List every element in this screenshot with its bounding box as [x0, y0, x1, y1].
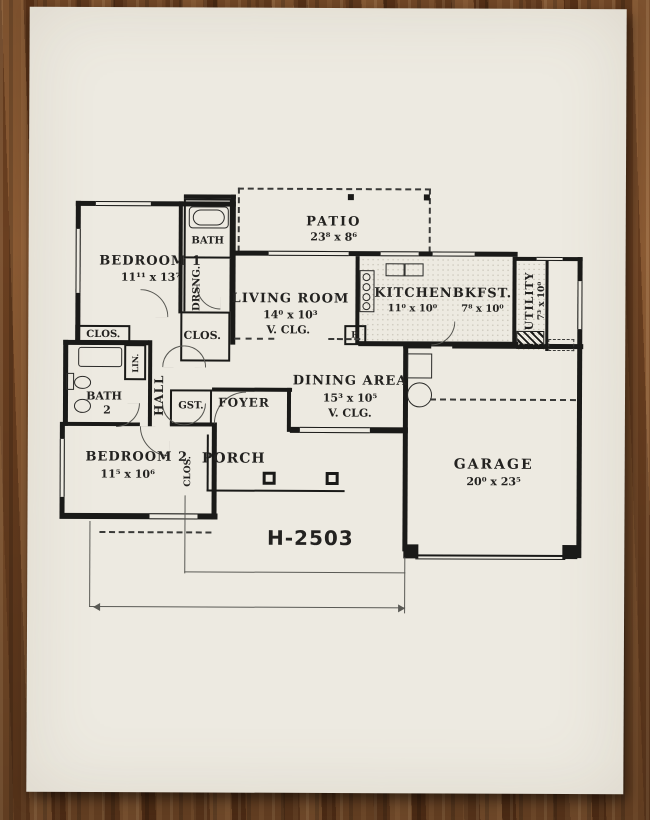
- garage-dashed-line: [430, 398, 577, 402]
- dimension-arrow: [398, 604, 410, 613]
- window: [536, 256, 563, 262]
- burner-icon: [362, 302, 371, 311]
- door-arc: [140, 289, 169, 318]
- bedroom2-label: BEDROOM 2: [85, 449, 189, 465]
- garage-dims: 20⁰ x 23⁵: [466, 475, 521, 489]
- bath2-label: BATH: [86, 389, 122, 403]
- window: [432, 251, 475, 257]
- dimension-line: [89, 520, 91, 607]
- dashed-detail: [548, 338, 575, 352]
- window: [59, 438, 65, 497]
- bath1-label: BATH: [191, 235, 224, 247]
- dimension-line: [184, 495, 186, 574]
- foyer-label: FOYER: [218, 395, 270, 410]
- garage-label: GARAGE: [453, 456, 534, 473]
- plan-number: H-2503: [266, 525, 354, 551]
- porch-post: [262, 471, 276, 485]
- patio-post: [423, 194, 430, 201]
- dining-dims: 15³ x 10⁵: [322, 391, 378, 405]
- closet-bed1-label: CLOS.: [86, 328, 121, 341]
- kitchen-label: KITCHEN: [374, 285, 453, 302]
- sliding-door: [268, 250, 349, 257]
- window: [149, 513, 198, 520]
- water-heater-icon: [407, 353, 433, 379]
- window: [577, 281, 583, 330]
- bedroom1-dims: 11¹¹ x 13⁷: [120, 270, 181, 284]
- burner-icon: [362, 283, 371, 292]
- porch-post: [325, 471, 339, 486]
- toilet-tank-icon: [66, 372, 75, 390]
- dining-ceiling: V. CLG.: [328, 406, 372, 420]
- window: [75, 228, 81, 293]
- utility-label: UTILITY: [522, 271, 537, 331]
- linen-label: LIN.: [130, 353, 141, 373]
- breakfast-dims: 7⁸ x 10⁰: [461, 303, 504, 315]
- burner-icon: [362, 273, 371, 282]
- window: [299, 426, 370, 434]
- bedroom2-dims: 11⁵ x 10⁶: [100, 467, 155, 481]
- patio-dims: 23⁸ x 8⁶: [310, 230, 358, 244]
- living-dims: 14⁰ x 10³: [263, 308, 318, 322]
- garage-door: [415, 554, 566, 561]
- pantry-label: P.: [351, 330, 360, 341]
- washer-dryer-icon: [516, 330, 545, 349]
- water-softener-icon: [406, 382, 433, 408]
- utility-dims: 7³ x 10⁰: [536, 281, 548, 321]
- guest-closet-label: GST.: [178, 400, 204, 412]
- bathtub2-icon: [78, 346, 123, 368]
- wall-segment: [212, 387, 293, 392]
- patio-label: PATIO: [306, 214, 362, 230]
- living-ceiling: V. CLG.: [266, 323, 311, 337]
- patio-post: [347, 194, 354, 201]
- hall-label: HALL: [151, 374, 167, 417]
- window: [380, 251, 419, 257]
- bath2-number: 2: [103, 403, 111, 417]
- kitchen-sink-icon: [385, 263, 405, 277]
- kitchen-dims: 11⁰ x 10⁰: [387, 303, 438, 315]
- dimension-arrow: [89, 602, 101, 612]
- bedroom1-label: BEDROOM 1: [99, 253, 202, 269]
- breakfast-label: BKFST.: [452, 286, 513, 302]
- dining-label: DINING AREA: [292, 373, 408, 389]
- window: [95, 200, 151, 207]
- toilet-bowl-icon: [74, 375, 92, 389]
- roof-dashed-line: [99, 531, 212, 534]
- dimension-line: [89, 605, 406, 609]
- dressing-label: DRSNG.: [191, 265, 203, 311]
- bathtub-inner: [192, 209, 225, 226]
- blueprint-paper: PATIO 23⁸ x 8⁶: [26, 6, 627, 795]
- closet-hall-label: CLOS.: [183, 328, 222, 343]
- kitchen-sink-icon: [404, 263, 424, 277]
- burner-icon: [362, 293, 371, 302]
- ceiling-break-line: [234, 337, 275, 340]
- wall-segment: [286, 387, 292, 432]
- porch-label: PORCH: [201, 450, 266, 467]
- living-label: LIVING ROOM: [231, 291, 350, 307]
- dimension-line: [184, 571, 406, 574]
